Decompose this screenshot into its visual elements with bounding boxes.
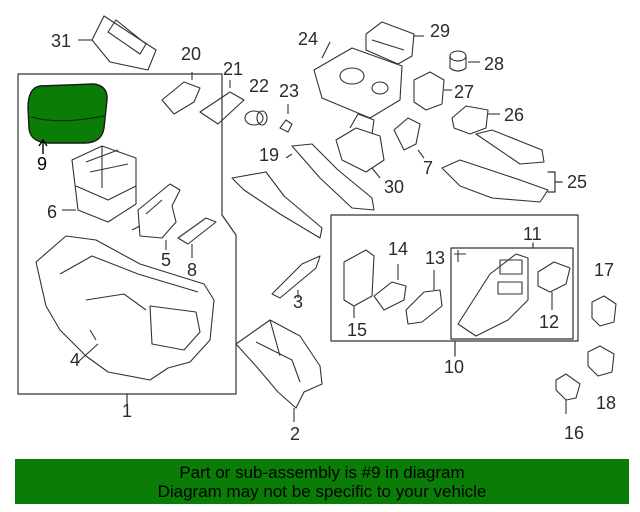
callout-7: 7 bbox=[423, 158, 434, 178]
callout-22: 22 bbox=[249, 76, 270, 96]
callout-30: 30 bbox=[384, 177, 405, 197]
part-30-shifter bbox=[335, 113, 385, 179]
part-20-bracket bbox=[161, 72, 201, 115]
callout-21: 21 bbox=[223, 59, 244, 79]
callout-26: 26 bbox=[504, 105, 525, 125]
part-13-bracket bbox=[405, 250, 466, 325]
part-24-shift-plate bbox=[313, 41, 403, 119]
exploded-parts-diagram bbox=[17, 15, 617, 422]
part-22-knob bbox=[244, 110, 268, 126]
part-6-storage-bin bbox=[62, 145, 137, 223]
callout-11: 11 bbox=[523, 224, 542, 244]
callout-16: 16 bbox=[564, 423, 585, 443]
callout-25: 25 bbox=[567, 172, 588, 192]
part-info-banner: Part or sub-assembly is #9 in diagram Di… bbox=[15, 459, 629, 504]
part-14-bracket bbox=[373, 264, 407, 311]
callout-3: 3 bbox=[293, 292, 304, 312]
part-15-receptacle bbox=[343, 249, 375, 318]
part-27-switch bbox=[413, 71, 452, 111]
part-21-panel bbox=[199, 80, 245, 125]
group-box-11 bbox=[450, 247, 574, 340]
callout-9: 9 bbox=[37, 154, 48, 174]
part-11-rear-vent-panel bbox=[457, 253, 529, 337]
callout-19: 19 bbox=[259, 145, 280, 165]
callout-18: 18 bbox=[596, 393, 617, 413]
part-2-lower-frame bbox=[235, 319, 323, 422]
callout-20: 20 bbox=[181, 44, 202, 64]
part-12-switch bbox=[537, 261, 571, 310]
group-box-1 bbox=[17, 73, 237, 395]
part-31-bezel bbox=[78, 15, 157, 71]
callout-29: 29 bbox=[430, 21, 451, 41]
part-26-switch bbox=[451, 105, 500, 135]
callout-17: 17 bbox=[594, 260, 615, 280]
part-28-knob bbox=[449, 50, 480, 72]
callout-4: 4 bbox=[70, 350, 81, 370]
part-17-usb-port bbox=[591, 295, 617, 327]
callout-1: 1 bbox=[122, 401, 133, 421]
callout-13: 13 bbox=[425, 248, 446, 268]
banner-line-1: Part or sub-assembly is #9 in diagram bbox=[179, 462, 465, 482]
part-23-clip bbox=[279, 104, 293, 133]
part-18-usb-port bbox=[587, 345, 615, 377]
callout-5: 5 bbox=[161, 250, 172, 270]
callout-27: 27 bbox=[454, 82, 475, 102]
part-5-bracket bbox=[131, 183, 181, 250]
part-8-plate bbox=[177, 217, 217, 258]
part-16-plug bbox=[555, 373, 581, 414]
callout-2: 2 bbox=[290, 424, 301, 444]
callout-31: 31 bbox=[51, 31, 72, 51]
part-19-trim-strip bbox=[231, 143, 375, 239]
callout-15: 15 bbox=[347, 320, 368, 340]
callout-6: 6 bbox=[47, 202, 58, 222]
callout-12: 12 bbox=[539, 312, 560, 332]
part-4-console-body bbox=[35, 235, 215, 381]
callout-28: 28 bbox=[484, 54, 505, 74]
part-9-armrest-lid bbox=[27, 83, 108, 154]
callout-24: 24 bbox=[298, 29, 319, 49]
bracket-25 bbox=[547, 171, 563, 193]
part-7-knob bbox=[393, 117, 425, 159]
callout-10: 10 bbox=[444, 357, 465, 377]
part-29-switch-panel bbox=[365, 21, 424, 65]
callout-8: 8 bbox=[187, 260, 198, 280]
banner-line-2: Diagram may not be specific to your vehi… bbox=[157, 481, 487, 501]
part-3-bracket bbox=[271, 255, 321, 299]
callout-23: 23 bbox=[279, 81, 300, 101]
part-25-trims bbox=[441, 129, 549, 203]
callout-14: 14 bbox=[388, 239, 409, 259]
